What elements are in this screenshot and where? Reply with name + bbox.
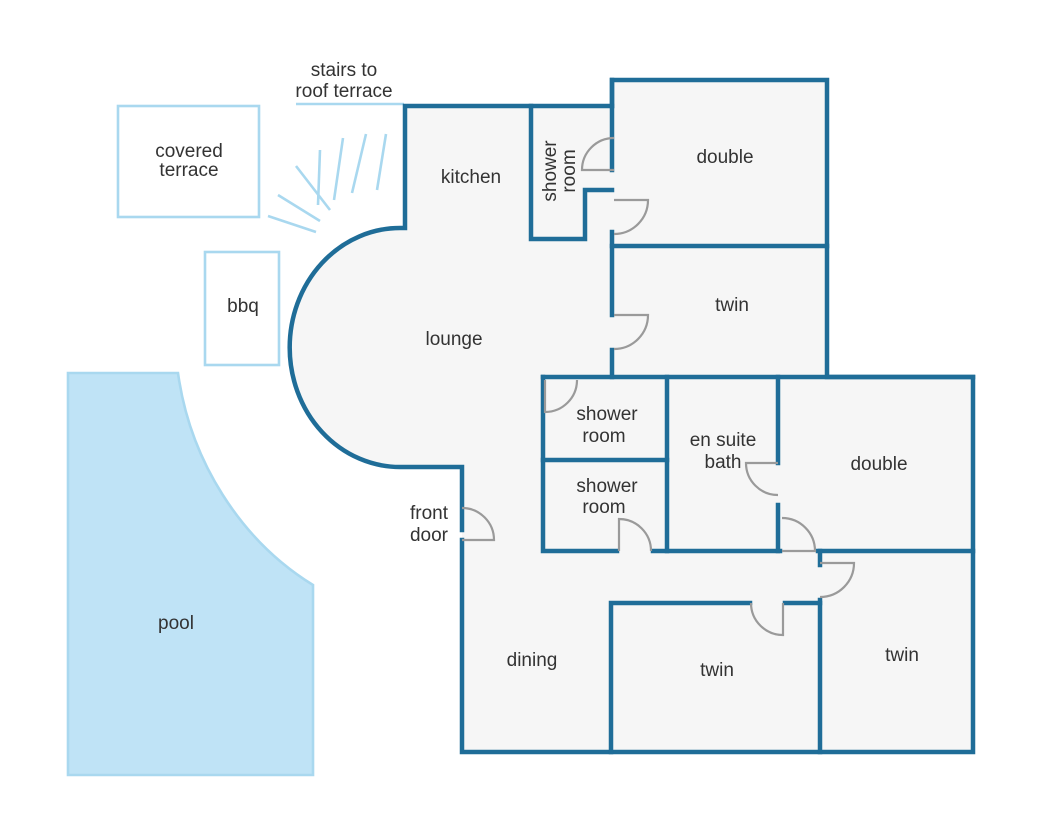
shower-room-top-label-line1: shower <box>540 140 561 202</box>
covered-terrace-area <box>116 104 261 219</box>
en-suite-label-line1: en suite <box>690 430 757 451</box>
shower-room-mid2-label-line2: room <box>582 497 625 518</box>
pool-label: pool <box>158 613 194 634</box>
front-door-label-line1: front <box>410 503 449 524</box>
kitchen-label: kitchen <box>441 167 501 188</box>
double-right-label: double <box>850 454 907 475</box>
twin-bottom-label: twin <box>700 660 734 681</box>
pool-area <box>66 371 315 777</box>
twin-upper-label: twin <box>715 295 749 316</box>
dining-label: dining <box>507 650 558 671</box>
bbq-area <box>203 250 281 367</box>
room-labels: stairs to roof terrace covered terrace b… <box>155 60 919 681</box>
shower-room-top-label-line2: room <box>559 149 580 192</box>
shower-room-mid1-label-line1: shower <box>576 404 638 425</box>
shower-room-mid1-label-line2: room <box>582 426 625 447</box>
front-door-label-line2: door <box>410 525 449 546</box>
outdoor-areas <box>66 102 404 777</box>
covered-terrace-label-line2: terrace <box>159 160 218 181</box>
covered-terrace-label-line1: covered <box>155 141 223 162</box>
stairs-label-line1: stairs to <box>311 60 378 81</box>
twin-right-label: twin <box>885 645 919 666</box>
stairs-fan <box>267 102 404 234</box>
bbq-label: bbq <box>227 296 259 317</box>
stairs-label-line2: roof terrace <box>295 81 392 102</box>
doors <box>461 136 856 637</box>
walls <box>287 77 976 755</box>
lounge-label: lounge <box>425 329 482 350</box>
double-top-label: double <box>696 147 753 168</box>
shower-room-mid2-label-line1: shower <box>576 476 638 497</box>
en-suite-label-line2: bath <box>705 452 742 473</box>
